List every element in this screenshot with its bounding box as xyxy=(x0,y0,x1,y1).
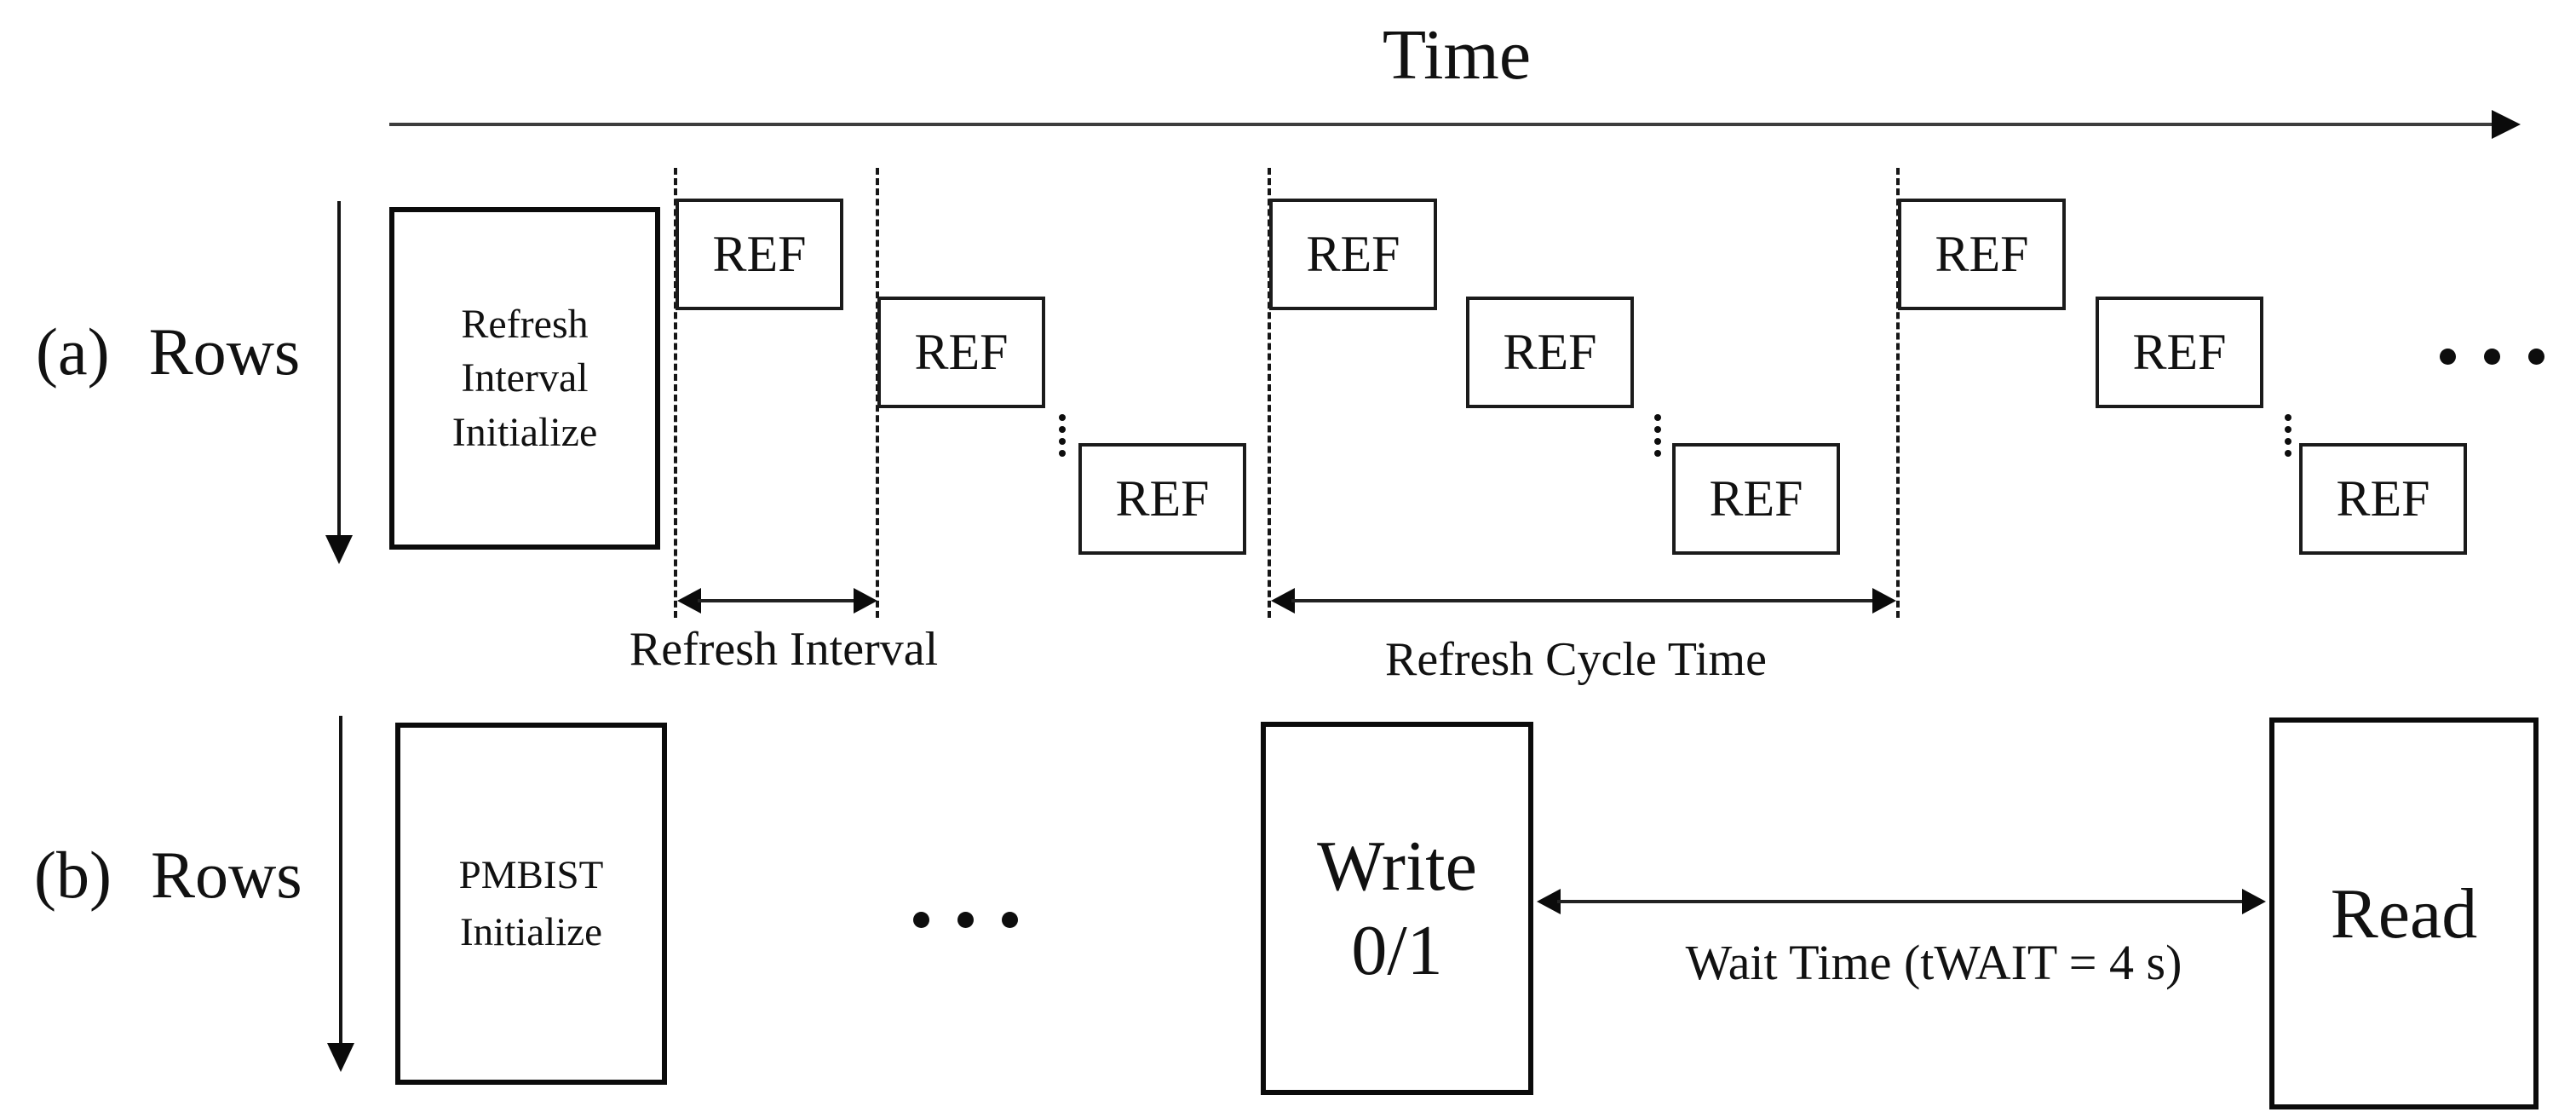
time-axis-label: Time xyxy=(1382,15,1532,95)
refresh-interval-initialize-box: Refresh Interval Initialize xyxy=(389,207,660,550)
vertical-ellipsis-icon xyxy=(2285,414,2291,457)
part-a-rows-label: Rows xyxy=(148,314,301,389)
rows-b-axis-arrowhead-icon xyxy=(327,1043,354,1072)
vertical-ellipsis-icon xyxy=(1654,414,1661,457)
ref-box: REF xyxy=(1269,199,1437,310)
ref-box: REF xyxy=(2299,443,2467,555)
part-b-index: (b) xyxy=(34,838,112,912)
arrowhead-right-icon xyxy=(1872,588,1896,614)
wait-time-label: Wait Time (tWAIT = 4 s) xyxy=(1685,935,2182,990)
ref-box: REF xyxy=(676,199,843,310)
arrow-line xyxy=(1557,900,2245,903)
refresh-interval-label: Refresh Interval xyxy=(629,623,939,676)
time-axis-line xyxy=(389,123,2500,126)
arrowhead-left-icon xyxy=(1271,588,1295,614)
arrowhead-right-icon xyxy=(854,588,877,614)
write-0-1-box: Write 0/1 xyxy=(1261,722,1533,1095)
refresh-interval-arrow xyxy=(677,588,877,614)
refresh-boundary-dashed-line xyxy=(1268,168,1271,618)
arrow-line xyxy=(698,599,857,602)
refresh-cycle-time-arrow xyxy=(1271,588,1896,614)
horizontal-ellipsis-icon xyxy=(2440,349,2544,365)
rows-a-axis-line xyxy=(337,201,341,539)
part-b-rows-label: Rows xyxy=(150,838,302,912)
wait-time-arrow xyxy=(1537,889,2266,914)
arrowhead-left-icon xyxy=(677,588,701,614)
pmbist-initialize-box: PMBIST Initialize xyxy=(395,723,667,1085)
ref-box: REF xyxy=(877,297,1045,408)
ref-box: REF xyxy=(1898,199,2066,310)
refresh-boundary-dashed-line xyxy=(1896,168,1900,618)
read-box: Read xyxy=(2269,717,2539,1109)
vertical-ellipsis-icon xyxy=(1059,414,1066,457)
part-b-label: (b) Rows xyxy=(34,837,302,913)
horizontal-ellipsis-icon xyxy=(913,912,1018,928)
arrowhead-right-icon xyxy=(2242,889,2266,914)
refresh-cycle-time-label: Refresh Cycle Time xyxy=(1385,633,1767,686)
arrowhead-left-icon xyxy=(1537,889,1561,914)
part-a-label: (a) Rows xyxy=(36,314,300,390)
part-a-index: (a) xyxy=(36,314,110,389)
ref-box: REF xyxy=(1672,443,1840,555)
rows-a-axis-arrowhead-icon xyxy=(325,535,353,564)
ref-box: REF xyxy=(1466,297,1634,408)
ref-box: REF xyxy=(1078,443,1246,555)
rows-b-axis-line xyxy=(339,716,342,1046)
ref-box: REF xyxy=(2096,297,2263,408)
refresh-boundary-dashed-line xyxy=(674,168,677,618)
arrow-line xyxy=(1291,599,1876,602)
time-axis-arrowhead-icon xyxy=(2492,110,2521,139)
